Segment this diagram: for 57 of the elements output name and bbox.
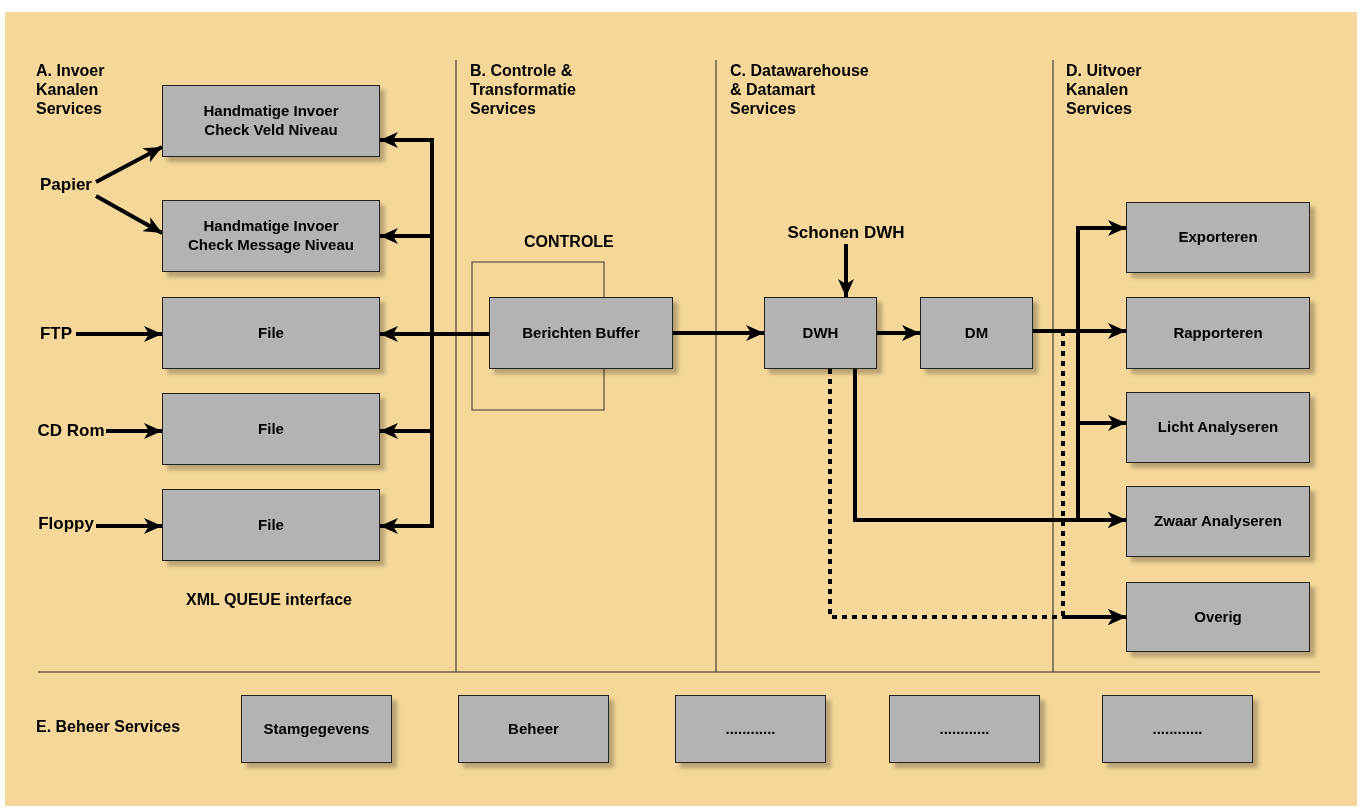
process-box: [675, 695, 826, 763]
arrow: [95, 194, 163, 235]
box-label: DWH: [802, 323, 839, 343]
source-label: Schonen DWH: [781, 222, 911, 244]
process-box: [1102, 695, 1253, 763]
process-box: [458, 695, 609, 763]
section-heading: E. Beheer Services: [36, 717, 182, 737]
source-label: Floppy: [36, 513, 96, 535]
box-label: Exporteren: [1178, 228, 1258, 247]
process-box: [162, 393, 380, 465]
box-label: ............: [1152, 719, 1203, 739]
process-box: [162, 200, 380, 272]
arrow: [838, 244, 854, 297]
dotted-arrow: [1033, 329, 1126, 625]
arrow: [76, 326, 162, 342]
box-label: Licht Analyseren: [1157, 418, 1279, 437]
section-heading: C. Datawarehouse & Datamart Services: [730, 61, 870, 119]
process-box: [1126, 582, 1310, 652]
box-label: File: [258, 323, 284, 343]
box-label: File: [258, 515, 284, 535]
frame-heading: CONTROLE: [524, 232, 614, 252]
process-box: [764, 297, 877, 369]
box-label: Berichten Buffer: [522, 323, 640, 343]
box-label: ............: [725, 719, 776, 739]
section-heading: A. Invoer Kanalen Services: [36, 61, 106, 119]
arrow: [673, 325, 764, 341]
box-label: Handmatige Invoer Check Message Niveau: [187, 217, 355, 255]
source-label: Papier: [36, 174, 96, 196]
box-label: DM: [964, 323, 989, 343]
box-label: Beheer: [508, 719, 559, 739]
source-label: CD Rom: [36, 420, 106, 442]
box-label: File: [258, 419, 284, 439]
process-box: [241, 695, 392, 763]
box-label: Stamgegevens: [263, 719, 370, 739]
arrow: [96, 518, 162, 534]
process-box: [889, 695, 1040, 763]
process-box: [1126, 486, 1310, 557]
process-box: [162, 489, 380, 561]
source-label: FTP: [36, 323, 76, 345]
process-box: [162, 297, 380, 369]
arrow: [877, 325, 920, 341]
caption: XML QUEUE interface: [186, 590, 353, 610]
process-box: [920, 297, 1033, 369]
box-label: Overig: [1194, 607, 1242, 627]
process-box: [162, 85, 380, 157]
box-label: Handmatige Invoer Check Veld Niveau: [202, 102, 340, 140]
process-box: [489, 297, 673, 369]
process-box: [1126, 392, 1310, 463]
arrow: [95, 145, 163, 184]
process-box: [1126, 297, 1310, 369]
arrow: [106, 423, 162, 439]
box-label: Rapporteren: [1173, 323, 1263, 343]
section-heading: B. Controle & Transformatie Services: [470, 61, 577, 119]
box-label: Zwaar Analyseren: [1154, 512, 1282, 531]
section-heading: D. Uitvoer Kanalen Services: [1066, 61, 1143, 119]
process-box: [1126, 202, 1310, 273]
box-label: ............: [939, 719, 990, 739]
